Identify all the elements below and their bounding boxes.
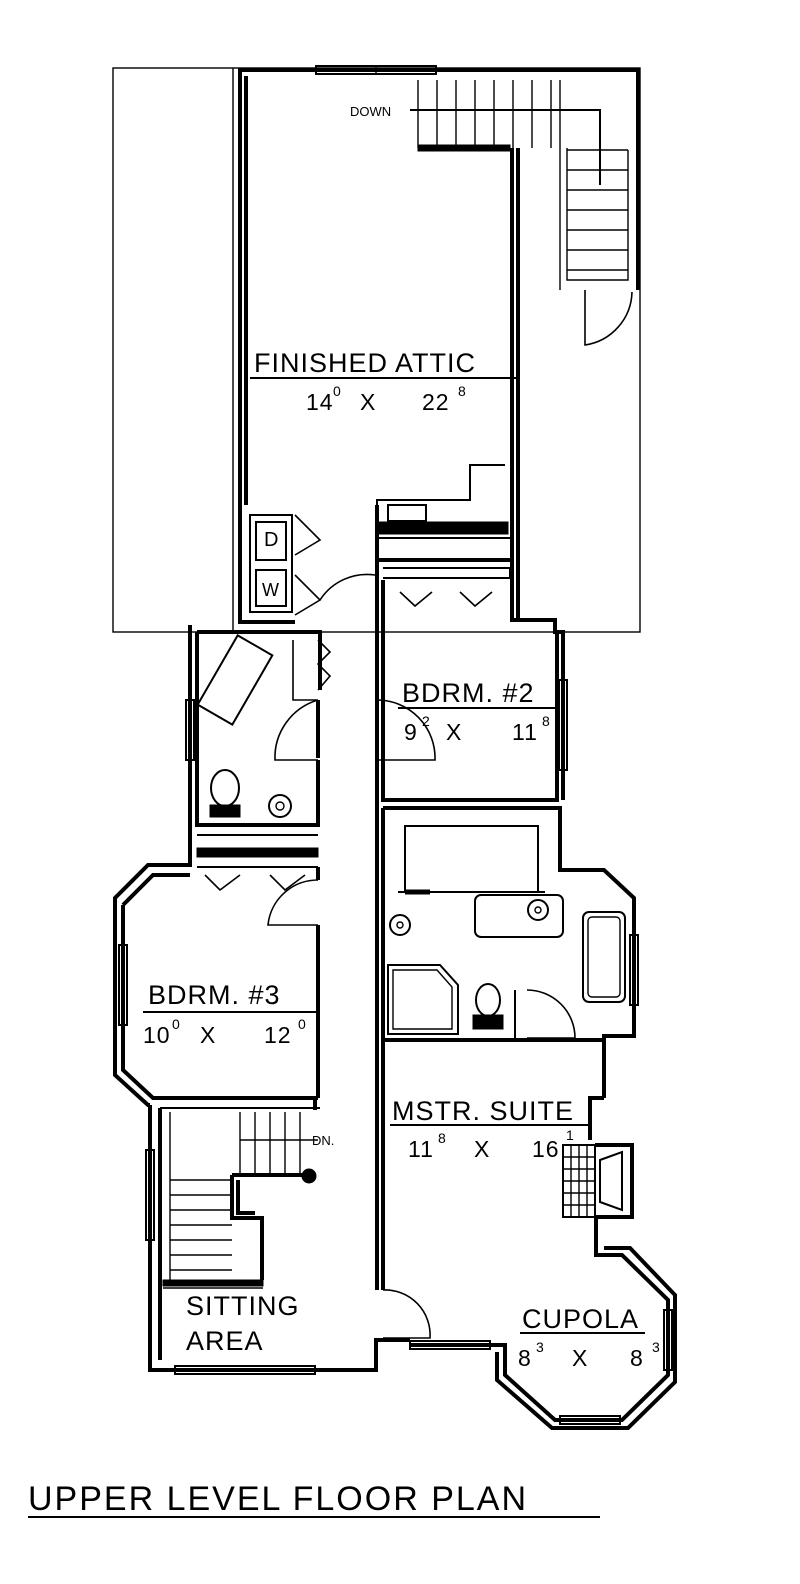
bdrm2-name: BDRM. #2: [402, 678, 535, 708]
bdrm2-dim-b: 11: [512, 719, 538, 745]
attic-name: FINISHED ATTIC: [254, 348, 476, 378]
bdrm3-dim-a: 10: [143, 1022, 171, 1048]
windows: [118, 679, 673, 1425]
mstr-dim-b-sup: 1: [566, 1127, 574, 1143]
attic-dim-x: X: [360, 389, 376, 415]
bdrm3-label: BDRM. #3 10 0 X 12 0: [143, 980, 306, 1048]
attic-label: FINISHED ATTIC 14 0 X 22 8: [254, 348, 476, 415]
cupola-name: CUPOLA: [522, 1304, 639, 1334]
hall-bath-fixtures: [189, 633, 292, 818]
label-underlines: [28, 377, 645, 1518]
cupola-dim-b-sup: 3: [652, 1339, 660, 1355]
mstr-suite-label: MSTR. SUITE 11 8 X 16 1: [392, 1096, 574, 1162]
cupola-label: CUPOLA 8 3 X 8 3: [518, 1304, 660, 1371]
cupola-dim-a: 8: [518, 1345, 532, 1371]
sitting-name-line1: SITTING: [186, 1291, 300, 1321]
bdrm3-dim-a-sup: 0: [172, 1016, 180, 1032]
washer-label: W: [262, 580, 279, 600]
sitting-name-line2: AREA: [186, 1326, 264, 1356]
attic-dim-a: 14: [306, 389, 334, 415]
attic-dim-b-sup: 8: [458, 383, 466, 399]
upper-stairs: [410, 80, 633, 346]
mstr-dim-x: X: [474, 1136, 490, 1162]
mstr-dim-a: 11: [408, 1136, 434, 1162]
laundry-labels: D W: [262, 529, 279, 600]
bdrm3-name: BDRM. #3: [148, 980, 281, 1010]
corridor-doors: [204, 573, 493, 1339]
bdrm2-dim-a-sup: 2: [422, 713, 430, 729]
cupola-dim-a-sup: 3: [536, 1339, 544, 1355]
bdrm3-dim-b: 12: [264, 1022, 292, 1048]
mstr-dim-a-sup: 8: [438, 1130, 446, 1146]
lower-stairs: [162, 1112, 318, 1289]
mstr-name: MSTR. SUITE: [392, 1096, 574, 1126]
laundry-closet: [249, 514, 322, 616]
mstr-dim-b: 16: [532, 1136, 560, 1162]
stair-labels: DOWN DN.: [312, 104, 391, 1148]
attic-dim-b: 22: [422, 389, 450, 415]
dryer-label: D: [264, 529, 278, 551]
stair-down-lower: DN.: [312, 1133, 334, 1148]
bdrm2-label: BDRM. #2 9 2 X 11 8: [402, 678, 550, 745]
bdrm2-dim-a: 9: [404, 719, 418, 745]
cupola-dim-b: 8: [630, 1345, 644, 1371]
attic-dim-a-sup: 0: [333, 383, 341, 399]
sitting-area-label: SITTING AREA: [186, 1291, 300, 1356]
master-bath-fixtures: [387, 825, 626, 1040]
fireplace: [562, 1143, 634, 1219]
cupola-dim-x: X: [572, 1345, 588, 1371]
bdrm2-dim-x: X: [446, 719, 462, 745]
bdrm3-dim-x: X: [200, 1022, 216, 1048]
exterior-walls: [113, 65, 677, 1430]
plan-title: UPPER LEVEL FLOOR PLAN: [28, 1480, 528, 1518]
stair-down-upper: DOWN: [350, 104, 391, 119]
bdrm3-dim-b-sup: 0: [298, 1016, 306, 1032]
bdrm2-dim-b-sup: 8: [542, 713, 550, 729]
